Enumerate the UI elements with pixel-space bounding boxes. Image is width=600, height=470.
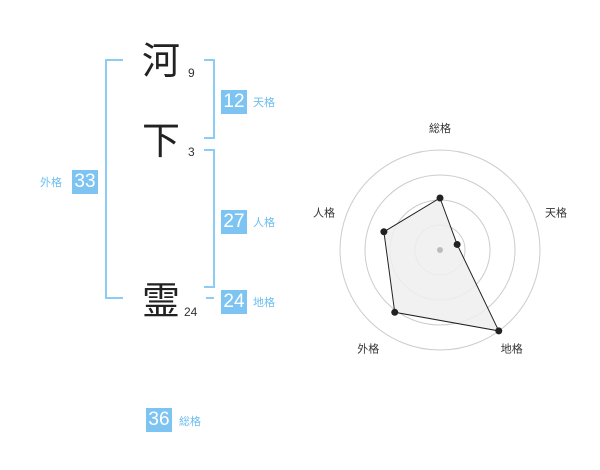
name-char-1-strokes: 9 xyxy=(188,66,195,80)
radar-point-2 xyxy=(495,327,503,335)
tenkaku-label: 天格 xyxy=(253,96,275,109)
radar-point-0 xyxy=(436,194,444,202)
gaikaku-label: 外格 xyxy=(40,176,62,189)
radar-ring xyxy=(364,174,516,326)
jinkaku-value: 27 xyxy=(221,210,247,234)
jinkaku-label: 人格 xyxy=(253,216,275,229)
radar-axis-label-4: 人格 xyxy=(313,205,335,219)
radar-axis-label-0: 総格 xyxy=(429,121,451,135)
name-char-1: 河 xyxy=(142,39,181,83)
radar-ring xyxy=(339,149,541,351)
chikaku-value: 24 xyxy=(221,290,247,314)
radar-point-4 xyxy=(380,228,388,236)
radar-center-dot xyxy=(437,247,443,253)
jinkaku-bracket xyxy=(204,149,215,288)
name-char-3: 霊 xyxy=(142,279,181,323)
soukaku-label: 総格 xyxy=(179,415,201,428)
radar-point-1 xyxy=(453,240,461,248)
radar-axis-label-1: 天格 xyxy=(545,205,567,219)
tenkaku-bracket xyxy=(204,59,215,139)
name-char-2: 下 xyxy=(142,119,181,163)
chikaku-label: 地格 xyxy=(253,296,275,309)
radar-axis-label-2: 地格 xyxy=(501,342,523,356)
radar-axis-label-3: 外格 xyxy=(357,342,379,356)
tenkaku-value: 12 xyxy=(221,90,247,114)
gaikaku-value: 33 xyxy=(72,170,98,194)
gaikaku-bracket xyxy=(105,59,123,299)
name-char-3-strokes: 24 xyxy=(184,305,198,319)
radar-point-3 xyxy=(391,308,399,316)
name-char-2-strokes: 3 xyxy=(188,145,195,159)
radar-points xyxy=(380,194,503,335)
soukaku-value: 36 xyxy=(146,408,172,432)
radar-polygon xyxy=(383,197,500,332)
